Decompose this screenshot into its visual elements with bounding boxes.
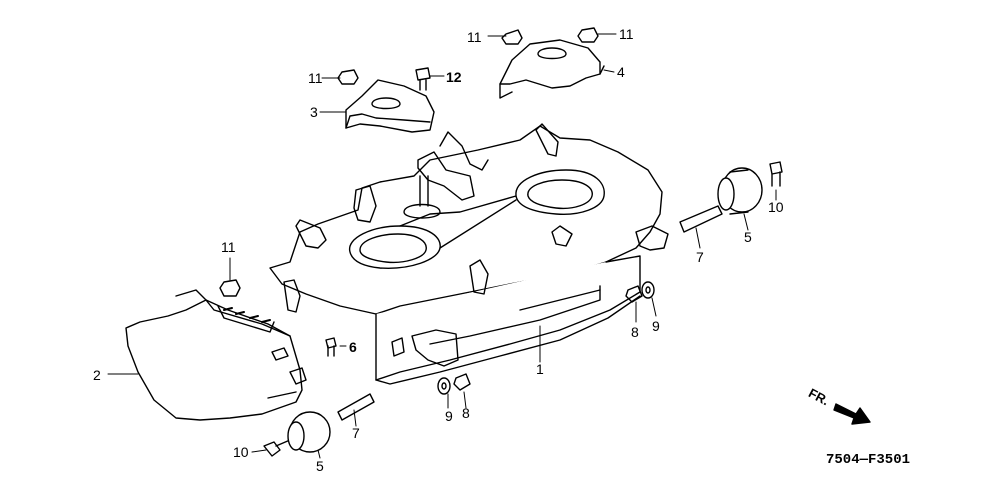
callout-5: 5 — [744, 229, 752, 245]
figure-code: 7504—F3501 — [826, 452, 910, 468]
washer — [441, 382, 447, 390]
callout-11: 11 — [308, 70, 323, 86]
leader-lines — [107, 33, 777, 459]
callout-4: 4 — [617, 64, 625, 80]
callout-7: 7 — [352, 425, 360, 441]
callout-10: 10 — [233, 444, 249, 460]
discharge-chute — [125, 289, 307, 421]
washer — [645, 286, 651, 294]
flange-nut — [577, 27, 599, 43]
pulley-cover-right — [499, 39, 605, 99]
deck-roller — [287, 411, 331, 453]
callout-3: 3 — [310, 104, 318, 120]
callout-5: 5 — [316, 458, 324, 474]
callout-9: 9 — [652, 318, 660, 334]
pulley-cover-left — [345, 79, 435, 133]
flange-nut — [501, 29, 523, 45]
callout-9: 9 — [445, 408, 453, 424]
washer — [641, 281, 655, 299]
callout-12: 12 — [446, 69, 462, 85]
callout-1: 1 — [536, 361, 544, 377]
roller-shaft — [337, 393, 375, 421]
callout-labels: 11 11 4 11 12 3 10 5 7 11 8 9 6 1 2 9 8 … — [93, 26, 784, 474]
callout-11: 11 — [221, 239, 236, 255]
bolt — [263, 439, 291, 457]
nut — [453, 373, 471, 391]
callout-8: 8 — [462, 405, 470, 421]
front-arrow-icon — [833, 403, 871, 425]
callout-8: 8 — [631, 324, 639, 340]
flange-nut — [337, 69, 359, 85]
flange-bolt — [415, 67, 431, 91]
callout-6: 6 — [349, 339, 357, 355]
deck-roller — [717, 167, 763, 215]
callout-7: 7 — [696, 249, 704, 265]
washer — [437, 377, 451, 395]
nut — [625, 285, 643, 303]
callout-10: 10 — [768, 199, 784, 215]
callout-11: 11 — [467, 29, 482, 45]
callout-11: 11 — [619, 26, 634, 42]
callout-2: 2 — [93, 367, 101, 383]
mower-deck-housing — [269, 123, 669, 385]
flange-nut — [219, 279, 241, 297]
bolt — [769, 161, 783, 187]
bolt — [325, 337, 337, 357]
roller-shaft — [679, 205, 723, 233]
front-indicator-label: FR. — [806, 385, 832, 408]
